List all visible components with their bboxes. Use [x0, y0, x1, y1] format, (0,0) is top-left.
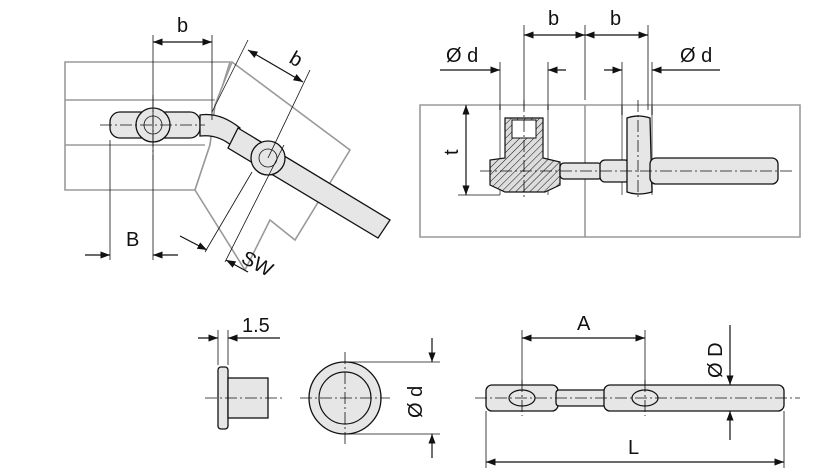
dim-B-label: B	[126, 229, 139, 251]
dim-b-left-label: b	[548, 8, 559, 30]
dim-d-right-label: Ø d	[680, 45, 712, 67]
dim-L-label: L	[628, 437, 639, 459]
sectioned-bolt	[489, 117, 561, 193]
dim-A-label: A	[577, 313, 591, 335]
bolt-view: A Ø D L	[475, 313, 800, 468]
dim-b-angled-label: b	[286, 47, 307, 72]
dim-D-label: Ø D	[705, 342, 727, 378]
dim-b-top-label: b	[177, 15, 188, 37]
section-view: b b Ø d Ø d t	[419, 8, 801, 238]
dim-1-5-label: 1.5	[242, 315, 270, 337]
angled-connector-view: b B b SW	[64, 15, 391, 282]
dim-d-label: Ø d	[405, 386, 427, 418]
dim-b-right-label: b	[610, 8, 621, 30]
cross-bolt	[626, 115, 653, 195]
dim-d-left-label: Ø d	[446, 45, 478, 67]
dim-t-label: t	[441, 149, 463, 155]
sleeve-view: 1.5 Ø d	[198, 315, 440, 458]
